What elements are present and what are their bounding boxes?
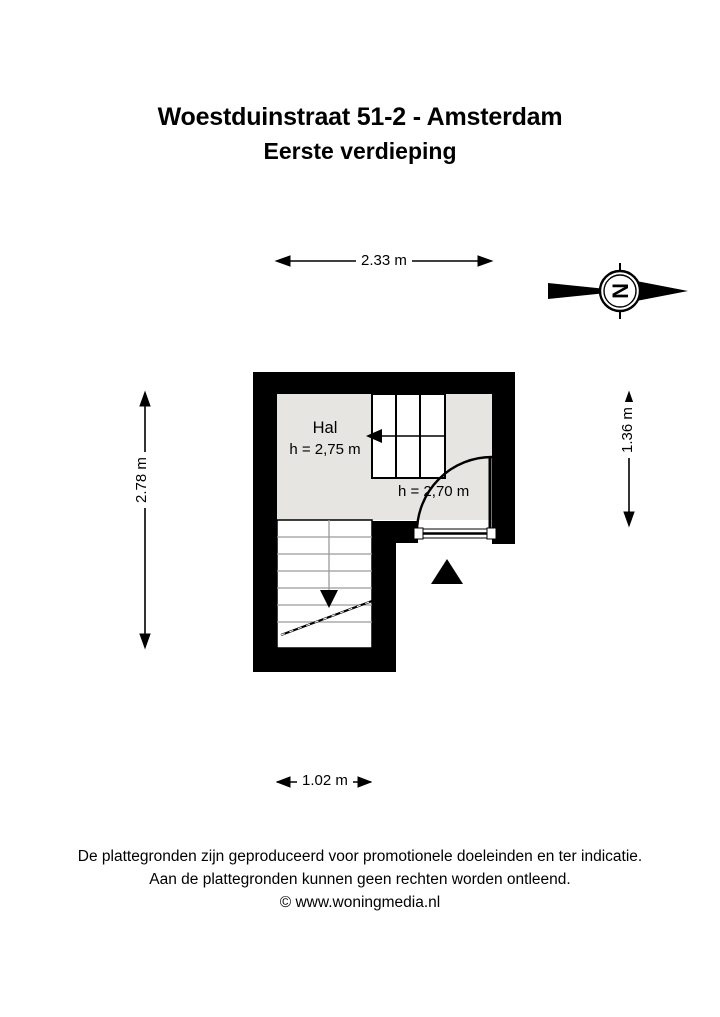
stair-lower-treads bbox=[277, 536, 372, 623]
footer-disclaimer: De plattegronden zijn geproduceerd voor … bbox=[0, 845, 720, 914]
door-threshold bbox=[417, 528, 493, 539]
footer-line-1: De plattegronden zijn geproduceerd voor … bbox=[77, 848, 643, 865]
floor-top-band bbox=[277, 394, 492, 404]
dimension-label-bottom: 1.02 m bbox=[297, 772, 353, 789]
title-block: Woestduinstraat 51-2 - Amsterdam Eerste … bbox=[0, 102, 720, 166]
room-label-hal: Hal h = 2,75 m bbox=[281, 418, 369, 460]
dim-arrow-left-top bbox=[139, 390, 151, 407]
room-name-hal: Hal bbox=[312, 419, 338, 437]
entrance-marker-triangle bbox=[431, 559, 463, 584]
dim-arrow-right-bottom bbox=[623, 511, 635, 528]
wall-inner-vertical bbox=[372, 521, 396, 672]
footer-line-2: Aan de plattegronden kunnen geen rechten… bbox=[149, 871, 571, 888]
room-label-landing: h = 2,70 m bbox=[398, 481, 469, 502]
compass-circle-outer bbox=[598, 269, 642, 313]
dimension-label-top: 2.33 m bbox=[356, 252, 412, 269]
stair-upper-body bbox=[371, 393, 446, 479]
dim-arrow-bottom-left bbox=[275, 776, 291, 788]
wall-top bbox=[253, 372, 515, 394]
floor-subtitle: Eerste verdieping bbox=[263, 138, 457, 164]
stair-lower-direction-arrow bbox=[320, 590, 338, 608]
dimension-label-right: 1.36 m bbox=[619, 402, 636, 458]
dim-arrow-top-right bbox=[477, 255, 494, 267]
door-jamb-right bbox=[486, 527, 497, 540]
compass-circle-inner bbox=[603, 274, 637, 308]
wall-right-return bbox=[492, 520, 515, 544]
compass-rose: N bbox=[548, 263, 688, 319]
wall-left bbox=[253, 372, 277, 672]
dim-arrow-top-left bbox=[274, 255, 291, 267]
dimension-lines bbox=[139, 255, 635, 788]
dim-arrow-bottom-right bbox=[357, 776, 373, 788]
dimension-label-left: 2.78 m bbox=[133, 452, 150, 508]
stair-lower-group bbox=[276, 519, 373, 649]
room-height-hal: h = 2,75 m bbox=[289, 441, 361, 458]
wall-bottom bbox=[253, 648, 385, 672]
stair-upper-group bbox=[366, 393, 446, 479]
compass-needle-west bbox=[548, 283, 626, 299]
room-height-landing: h = 2,70 m bbox=[398, 483, 470, 500]
dim-arrow-left-bottom bbox=[139, 633, 151, 650]
wall-jog bbox=[372, 521, 418, 543]
stair-lower-body bbox=[276, 519, 373, 649]
compass-needle-east bbox=[610, 276, 688, 306]
compass-north-label: N bbox=[608, 283, 633, 299]
page-title: Woestduinstraat 51-2 - Amsterdam bbox=[157, 103, 563, 131]
door-jamb-left bbox=[413, 527, 424, 540]
wall-right bbox=[492, 372, 515, 544]
stair-cut-line-dash bbox=[280, 600, 373, 636]
stair-cut-line bbox=[280, 599, 373, 637]
footer-line-3: © www.woningmedia.nl bbox=[279, 894, 441, 911]
wall-group bbox=[253, 372, 515, 672]
